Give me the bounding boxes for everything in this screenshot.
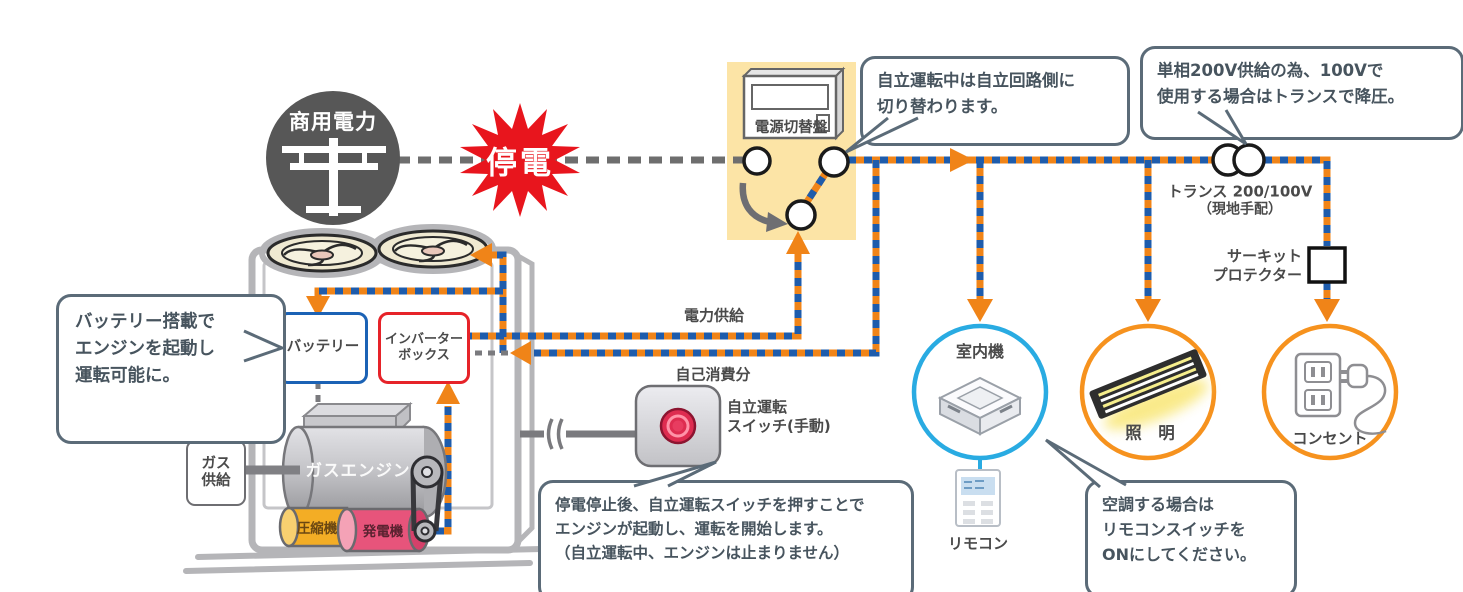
compressor-icon	[278, 506, 349, 548]
transformer-label: トランス 200/100V	[1167, 182, 1313, 201]
remote-icon	[955, 458, 1001, 527]
self-consumption-label: 自己消費分	[675, 365, 751, 384]
power-supply-label: 電力供給	[683, 306, 745, 325]
circuit-protector-label: サーキット プロテクター	[1212, 247, 1302, 284]
standalone-switch-connector	[520, 418, 636, 450]
standalone-switch-icon	[634, 384, 722, 468]
indoor-unit-label: 室内機	[955, 342, 1005, 361]
transformer-icon	[1211, 143, 1266, 177]
outage-starburst	[460, 103, 580, 217]
compressor-label: 圧縮機	[296, 521, 338, 537]
callout-switching: 自立運転中は自立回路側に 切り替わります。	[860, 56, 1130, 146]
switch-motion-arrow	[739, 182, 788, 232]
light-fixture-icon	[1089, 349, 1209, 430]
circuit-protector-icon	[1307, 246, 1347, 284]
transformer-note: （現地手配）	[1198, 201, 1282, 218]
gas-engine-label: ガスエンジン	[305, 461, 411, 480]
remote-label: リモコン	[947, 534, 1009, 553]
outage-label: 停電	[486, 145, 554, 182]
standalone-switch-label: 自立運転 スイッチ(手動)	[727, 398, 831, 435]
outlet-label: コンセント	[1292, 429, 1368, 448]
gas-supply-box: ガス 供給	[186, 440, 246, 506]
callout-engine-start: 停電停止後、自立運転スイッチを押すことで エンジンが起動し、運転を開始します。 …	[538, 480, 914, 592]
battery-box: バッテリー	[278, 312, 368, 384]
lighting-label: 照 明	[1125, 423, 1175, 443]
switch-panel-label: 電源切替盤	[754, 119, 828, 136]
generator-label: 発電機	[362, 524, 404, 540]
callout-transformer: 単相200V供給の為、100Vで 使用する場合はトランスで降圧。	[1140, 46, 1463, 140]
commercial-power-icon	[266, 91, 400, 225]
generator-icon	[336, 507, 431, 553]
flow-arrows	[306, 148, 1340, 404]
pulley-belt-icon	[410, 455, 444, 543]
switch-panel-icon	[741, 66, 846, 141]
switch-contacts	[742, 146, 850, 231]
commercial-power-label: 商用電力	[289, 110, 377, 134]
inverter-box: インバーター ボックス	[378, 312, 470, 384]
live-power-lines	[314, 156, 1331, 535]
callout-aircon: 空調する場合は リモコンスイッチを ONにしてください。	[1085, 480, 1297, 592]
ac-cassette-icon	[937, 376, 1023, 436]
outlet-plug-icon	[1294, 352, 1387, 435]
fan-icons	[259, 224, 496, 278]
callout-battery: バッテリー搭載で エンジンを起動し 運転可能に。	[56, 294, 286, 444]
